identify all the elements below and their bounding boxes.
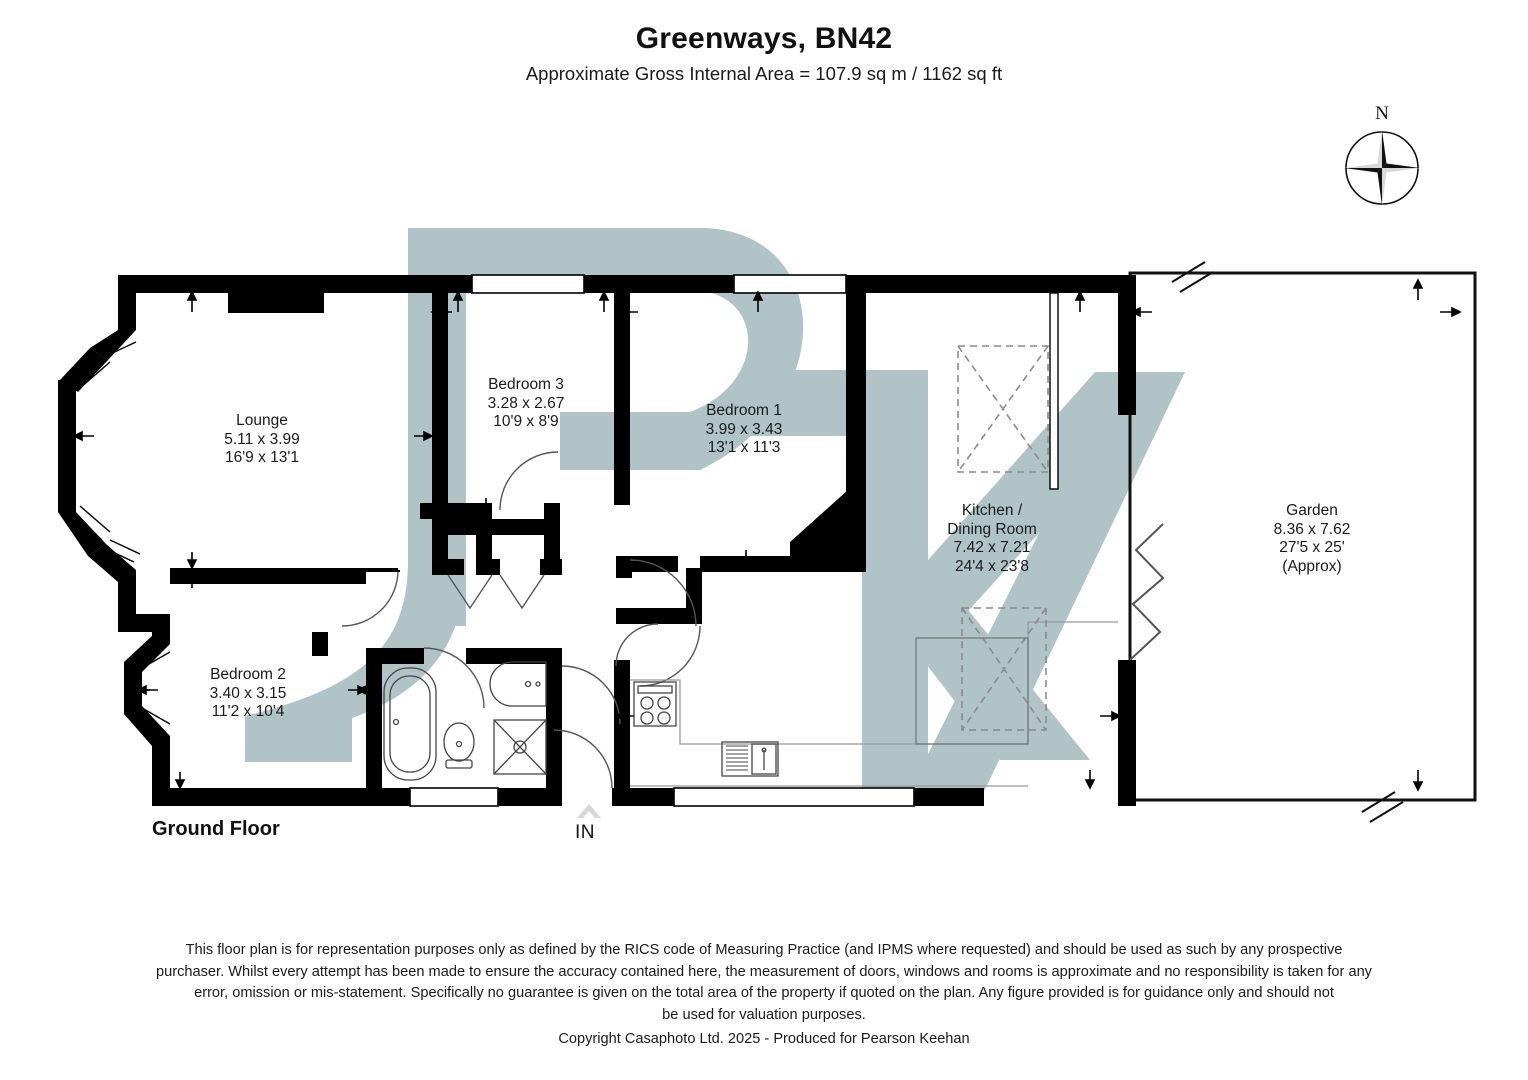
kitchen-fixtures xyxy=(630,621,1118,787)
page-title: Greenways, BN42 xyxy=(635,22,893,55)
bathroom-fixtures xyxy=(383,661,547,781)
entrance-label: IN xyxy=(575,822,595,843)
toilet-icon xyxy=(443,722,475,769)
disclaimer-footer: This floor plan is for representation pu… xyxy=(0,940,1528,1051)
dimension-arrows xyxy=(72,278,1462,792)
compass-north-label: N xyxy=(1375,103,1389,124)
disclaimer-line-3: error, omission or mis-statement. Specif… xyxy=(194,985,1334,1001)
compass-rose: N xyxy=(1322,103,1442,214)
floor-level-label: Ground Floor xyxy=(152,818,280,840)
skylights xyxy=(957,345,1049,731)
disclaimer-line-1: This floor plan is for representation pu… xyxy=(185,942,1343,958)
kitchen-island xyxy=(915,637,1029,745)
copyright-line: Copyright Casaphoto Ltd. 2025 - Produced… xyxy=(558,1031,970,1047)
watermark-pk xyxy=(245,228,1185,800)
bathtub-icon xyxy=(383,667,437,781)
disclaimer-line-2: purchaser. Whilst every attempt has been… xyxy=(156,963,1372,980)
sink-icon xyxy=(721,741,779,777)
skylight-lower xyxy=(961,607,1047,731)
skylight-upper xyxy=(957,345,1049,473)
disclaimer-line-4: be used for valuation purposes. xyxy=(662,1006,866,1023)
entrance-chevron-icon xyxy=(577,804,601,818)
interior-walls xyxy=(170,275,1136,806)
shower-icon xyxy=(493,719,547,775)
compass-rose-icon xyxy=(1344,130,1420,206)
hob-icon xyxy=(633,681,677,727)
exterior-walls xyxy=(58,274,1136,807)
page-subtitle: Approximate Gross Internal Area = 107.9 … xyxy=(525,63,1003,84)
plan-header: Greenways, BN42 Approximate Gross Intern… xyxy=(0,0,1528,85)
garden-boundary xyxy=(1128,261,1477,823)
bay-window-glazing xyxy=(63,331,171,735)
washbasin-icon xyxy=(489,661,547,707)
door-swings xyxy=(341,451,701,789)
